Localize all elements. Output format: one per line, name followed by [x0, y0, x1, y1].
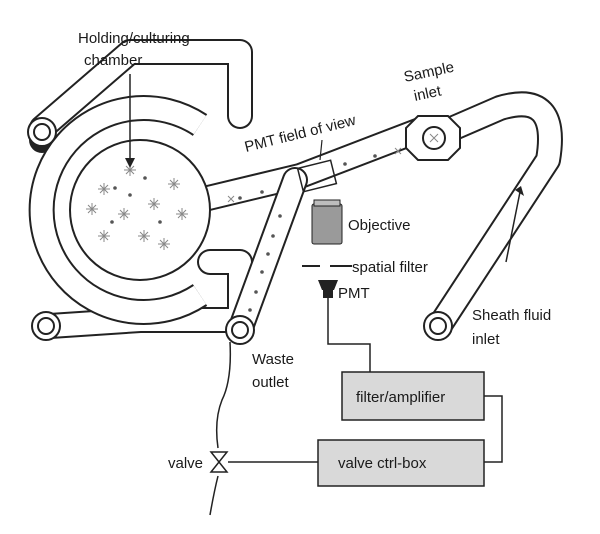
- pmt-fov-box: [296, 159, 338, 193]
- sheath-flow-arrow: [505, 191, 521, 263]
- sheath-label-line2: inlet: [472, 331, 500, 348]
- valve-icon: [209, 451, 229, 473]
- fov-pointer: [319, 139, 323, 161]
- chamber-ring: [28, 95, 208, 325]
- signal-wires: [209, 298, 503, 516]
- waste-outlet-port: [225, 315, 255, 345]
- pmt-label: PMT: [338, 285, 370, 302]
- valve-label: valve: [168, 455, 203, 472]
- chamber-label-line1: Holding/culturing: [78, 30, 190, 47]
- objective-label: Objective: [348, 217, 411, 234]
- waste-label-line2: outlet: [252, 374, 290, 391]
- sheath-channel: [423, 91, 563, 341]
- channel-particles: [227, 147, 402, 312]
- objective-icon: [311, 199, 343, 245]
- spatial-filter-label: spatial filter: [352, 259, 428, 276]
- sample-inlet-label-line2: inlet: [412, 82, 443, 105]
- culturing-chamber: [69, 139, 211, 281]
- filter-amplifier-label: filter/amplifier: [356, 389, 445, 406]
- chamber-label-line2: chamber: [84, 52, 142, 69]
- filter-amplifier-box: [341, 371, 485, 421]
- sheath-label-line1: Sheath fluid: [472, 307, 551, 324]
- valve-ctrl-label: valve ctrl-box: [338, 455, 427, 472]
- sample-inlet-label-line1: Sample: [402, 59, 455, 86]
- valve-ctrl-box: [317, 439, 485, 487]
- upper-side-channel: [27, 39, 253, 153]
- waste-label-line1: Waste: [252, 351, 294, 368]
- pmt-icon: [318, 280, 338, 298]
- sample-inlet-port: [405, 115, 461, 161]
